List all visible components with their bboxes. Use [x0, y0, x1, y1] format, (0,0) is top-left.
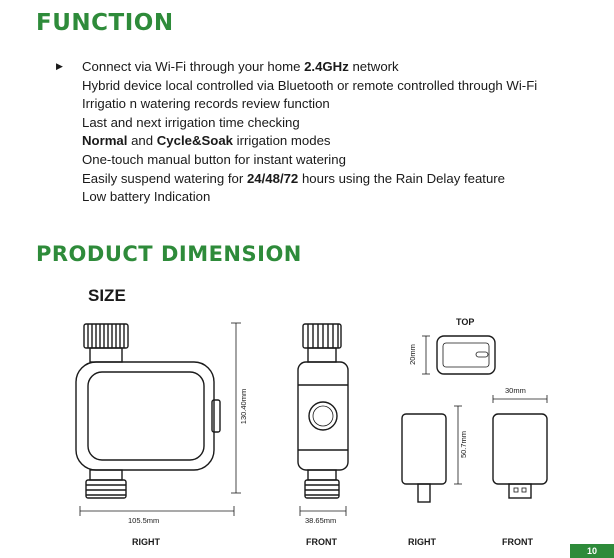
feature-list: Connect via Wi-Fi through your home 2.4G…: [82, 58, 537, 207]
gateway-front-view: [492, 413, 548, 499]
feature-item: One-touch manual button for instant wate…: [82, 151, 537, 170]
gateway-top-depth-dimension: 20mm: [407, 344, 417, 365]
view-label-gateway-right: RIGHT: [408, 537, 436, 547]
view-label-timer-right: RIGHT: [132, 537, 160, 547]
function-heading: FUNCTION: [36, 10, 174, 36]
timer-front-view: [297, 323, 349, 499]
feature-text: One-touch manual button for instant wate…: [82, 151, 346, 167]
size-label: SIZE: [88, 286, 126, 305]
feature-item: Easily suspend watering for 24/48/72 hou…: [82, 170, 537, 189]
view-label-timer-front: FRONT: [306, 537, 337, 547]
timer-depth-dimension: 38.65mm: [305, 516, 337, 525]
feature-text: Easily suspend watering for: [82, 170, 247, 186]
feature-text: irrigation modes: [233, 133, 331, 149]
feature-text: Connect via Wi-Fi through your home: [82, 59, 305, 74]
bullet-marker: ▶: [56, 61, 63, 71]
feature-text: 2.4GHz: [304, 59, 349, 74]
feature-item: Low battery Indication: [82, 188, 537, 207]
feature-item: Irrigatio n watering records review func…: [82, 95, 537, 114]
gateway-top-view: [436, 335, 496, 375]
view-label-gateway-front: FRONT: [502, 537, 533, 547]
feature-text: and: [127, 133, 157, 149]
feature-text: Irrigatio n watering records review func…: [82, 96, 330, 112]
top-view-label: TOP: [456, 317, 475, 327]
timer-width-dimension: 105.5mm: [128, 516, 160, 525]
timer-right-view: [75, 323, 221, 499]
gateway-height-dimension: 50.7mm: [459, 430, 469, 459]
feature-text: Last and next irrigation time checking: [82, 114, 300, 130]
feature-item: Normal and Cycle&Soak irrigation modes: [82, 132, 537, 151]
timer-height-dimension: 130.40mm: [239, 388, 249, 425]
gateway-right-view: [401, 413, 447, 503]
page-number: 10: [570, 544, 614, 558]
feature-text: 24/48/72: [246, 170, 299, 186]
gateway-width-dimension: 30mm: [505, 386, 526, 395]
feature-text: network: [348, 59, 399, 74]
feature-text: Normal: [82, 133, 128, 149]
feature-item: Hybrid device local controlled via Bluet…: [82, 77, 537, 96]
feature-text: hours using the Rain Delay feature: [298, 170, 506, 186]
dimension-heading: PRODUCT DIMENSION: [36, 242, 302, 266]
feature-text: Low battery Indication: [82, 189, 211, 205]
feature-item: Last and next irrigation time checking: [82, 114, 537, 133]
feature-item: Connect via Wi-Fi through your home 2.4G…: [82, 58, 537, 77]
feature-text: Hybrid device local controlled via Bluet…: [82, 77, 538, 93]
feature-text: Cycle&Soak: [156, 133, 234, 149]
